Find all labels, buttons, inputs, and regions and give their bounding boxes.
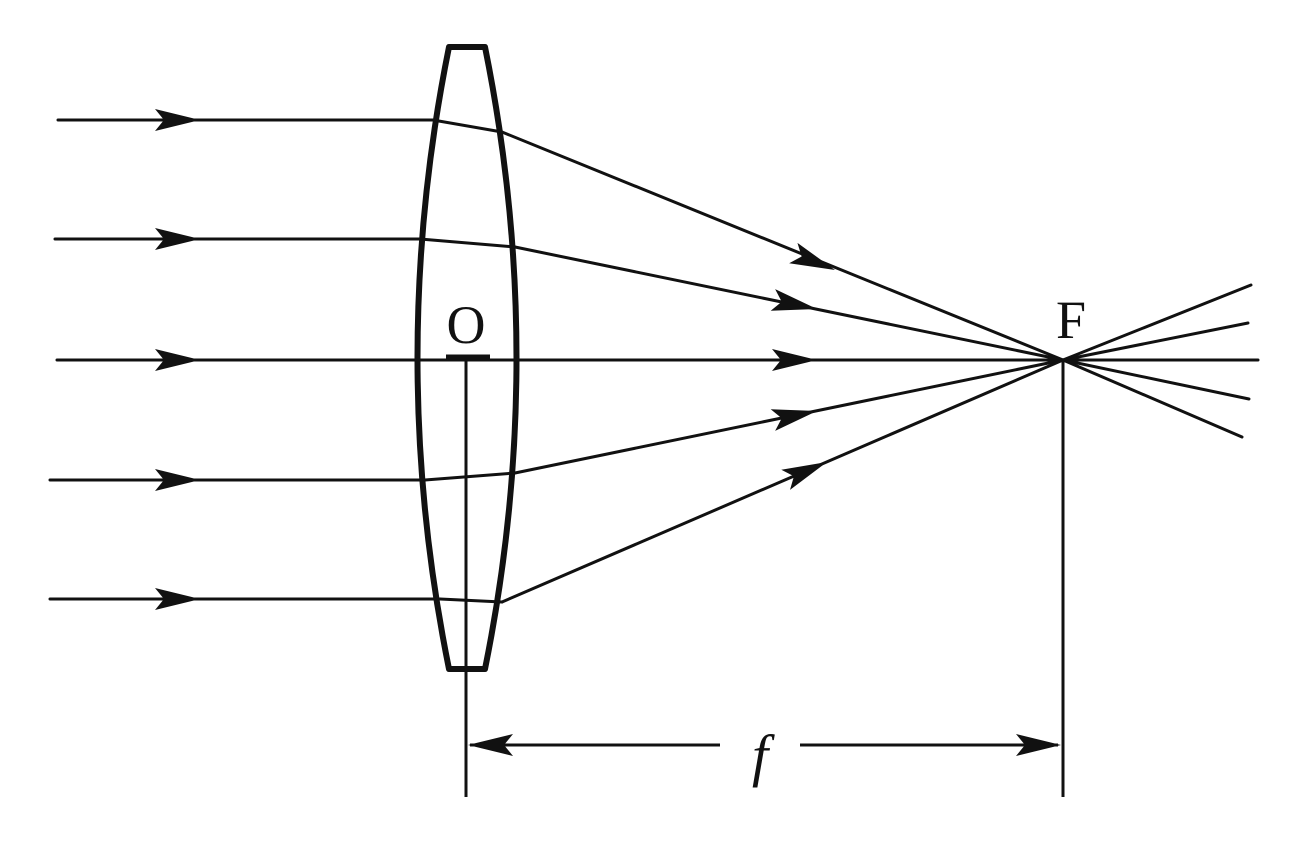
lens-ray-4 — [423, 471, 517, 482]
lens-ray-2 — [418, 237, 517, 249]
divergent-ray-5 — [1061, 283, 1253, 362]
convex-lens — [414, 44, 520, 672]
refracted-ray-5 — [500, 358, 1065, 604]
focal-point-label: F — [1056, 290, 1086, 350]
arrowhead — [155, 228, 200, 250]
arrowhead — [155, 109, 200, 131]
optical-center-label: O — [447, 295, 486, 355]
focal-length-arrow-right — [1016, 734, 1061, 756]
arrowhead — [155, 588, 200, 610]
refracted-ray-1 — [500, 130, 1065, 362]
arrowhead — [789, 242, 835, 270]
divergent-ray-2 — [1061, 358, 1251, 401]
focal-length-arrow-left — [468, 734, 513, 756]
divergent-ray-1 — [1061, 358, 1244, 439]
arrowhead — [772, 349, 817, 371]
lens-ray-5 — [438, 597, 504, 604]
arrowhead — [155, 469, 200, 491]
arrowhead — [155, 349, 200, 371]
arrowhead — [781, 462, 827, 490]
divergent-ray-4 — [1061, 321, 1250, 362]
focal-length-label: f — [752, 723, 775, 788]
lens-ray-1 — [431, 118, 504, 134]
arrowhead — [770, 289, 817, 311]
arrowhead — [770, 409, 817, 431]
